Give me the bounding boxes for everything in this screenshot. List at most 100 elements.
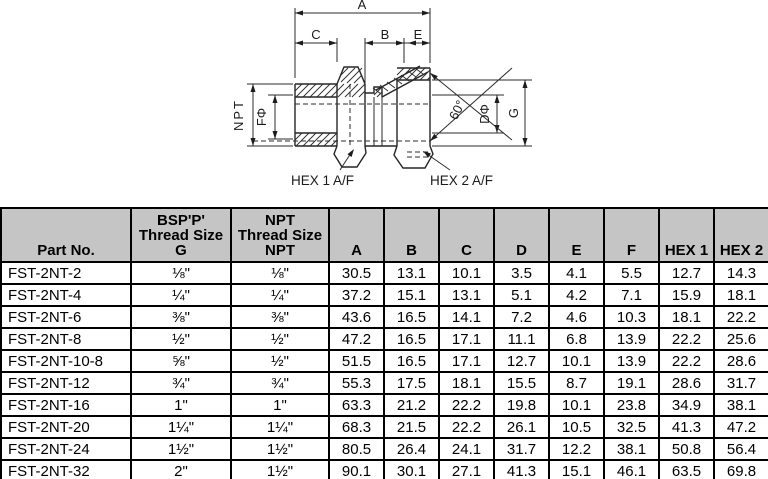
cell-bsp-thread-size: ⅝"	[130, 349, 232, 373]
cell-hex2: 38.1	[713, 393, 768, 417]
cell-part-no: FST-2NT-4	[0, 283, 132, 307]
column-header-hex1: HEX 1	[658, 207, 715, 263]
cell-f: 32.5	[603, 415, 660, 439]
cell-bsp-thread-size: 1¼"	[130, 415, 232, 439]
cell-d: 7.2	[493, 305, 550, 329]
cell-part-no: FST-2NT-8	[0, 327, 132, 351]
cell-npt-thread-size: 1¼"	[230, 415, 330, 439]
cell-a: 43.6	[328, 305, 385, 329]
table-row: FST-2NT-20 1¼" 1¼" 68.3 21.5 22.2 26.1 1…	[0, 415, 768, 439]
cell-bsp-thread-size: ⅜"	[130, 305, 232, 329]
cell-part-no: FST-2NT-20	[0, 415, 132, 439]
cell-b: 21.5	[383, 415, 440, 439]
fitting-technical-drawing: A C B E NPT FΦ DΦ G 60° HEX 1 A/F HEX 2 …	[231, 0, 532, 188]
cell-e: 6.8	[548, 327, 605, 351]
cell-hex1: 22.2	[658, 349, 715, 373]
cell-hex2: 31.7	[713, 371, 768, 395]
column-header-bsp-thread-size: BSP'P' Thread Size G	[130, 207, 232, 263]
cell-f: 13.9	[603, 349, 660, 373]
table-header-row: Part No. BSP'P' Thread Size G NPT Thread…	[0, 207, 768, 263]
cell-d: 3.5	[493, 261, 550, 285]
dim-label-e: E	[414, 27, 423, 42]
cell-hex2: 28.6	[713, 349, 768, 373]
cell-c: 18.1	[438, 371, 495, 395]
cell-part-no: FST-2NT-32	[0, 459, 132, 479]
cell-d: 41.3	[493, 459, 550, 479]
cell-e: 10.1	[548, 393, 605, 417]
cell-a: 51.5	[328, 349, 385, 373]
cell-d: 15.5	[493, 371, 550, 395]
cell-a: 37.2	[328, 283, 385, 307]
dim-label-c: C	[311, 27, 320, 42]
cell-a: 63.3	[328, 393, 385, 417]
cell-f: 7.1	[603, 283, 660, 307]
cell-d: 26.1	[493, 415, 550, 439]
dim-label-b: B	[381, 27, 390, 42]
cell-c: 17.1	[438, 327, 495, 351]
cell-c: 14.1	[438, 305, 495, 329]
cell-e: 4.2	[548, 283, 605, 307]
section-hatching	[294, 67, 431, 147]
column-header-hex2: HEX 2	[713, 207, 768, 263]
cell-a: 68.3	[328, 415, 385, 439]
fitting-body-outline	[253, 65, 434, 169]
table-row: FST-2NT-6 ⅜" ⅜" 43.6 16.5 14.1 7.2 4.6 1…	[0, 305, 768, 329]
cell-c: 22.2	[438, 393, 495, 417]
cell-b: 26.4	[383, 437, 440, 461]
cell-c: 13.1	[438, 283, 495, 307]
cell-npt-thread-size: ½"	[230, 349, 330, 373]
cell-npt-thread-size: 1½"	[230, 459, 330, 479]
column-header-d: D	[493, 207, 550, 263]
cell-c: 10.1	[438, 261, 495, 285]
table-row: FST-2NT-4 ¼" ¼" 37.2 15.1 13.1 5.1 4.2 7…	[0, 283, 768, 307]
cell-e: 10.1	[548, 349, 605, 373]
cell-b: 16.5	[383, 349, 440, 373]
cell-hex2: 25.6	[713, 327, 768, 351]
cell-part-no: FST-2NT-6	[0, 305, 132, 329]
cell-d: 31.7	[493, 437, 550, 461]
dim-label-f-diameter: FΦ	[254, 108, 269, 126]
table-row: FST-2NT-24 1½" 1½" 80.5 26.4 24.1 31.7 1…	[0, 437, 768, 461]
cell-a: 30.5	[328, 261, 385, 285]
cell-hex2: 47.2	[713, 415, 768, 439]
table-row: FST-2NT-2 ⅛" ⅛" 30.5 13.1 10.1 3.5 4.1 5…	[0, 261, 768, 285]
cell-hex1: 12.7	[658, 261, 715, 285]
cell-f: 23.8	[603, 393, 660, 417]
table-row: FST-2NT-16 1" 1" 63.3 21.2 22.2 19.8 10.…	[0, 393, 768, 417]
cell-part-no: FST-2NT-12	[0, 371, 132, 395]
cell-npt-thread-size: 1"	[230, 393, 330, 417]
dimension-lines	[247, 8, 532, 171]
cell-f: 10.3	[603, 305, 660, 329]
cell-hex1: 18.1	[658, 305, 715, 329]
cell-hex2: 22.2	[713, 305, 768, 329]
cell-a: 55.3	[328, 371, 385, 395]
dim-label-a: A	[358, 0, 367, 12]
cell-d: 19.8	[493, 393, 550, 417]
cell-hex2: 56.4	[713, 437, 768, 461]
column-header-e: E	[548, 207, 605, 263]
dimension-labels: A C B E NPT FΦ DΦ G 60° HEX 1 A/F HEX 2 …	[231, 0, 521, 188]
cell-e: 12.2	[548, 437, 605, 461]
cell-hex2: 69.8	[713, 459, 768, 479]
cell-b: 15.1	[383, 283, 440, 307]
cell-bsp-thread-size: 2"	[130, 459, 232, 479]
cell-npt-thread-size: ½"	[230, 327, 330, 351]
cell-npt-thread-size: ¾"	[230, 371, 330, 395]
cell-d: 5.1	[493, 283, 550, 307]
cell-b: 17.5	[383, 371, 440, 395]
cell-npt-thread-size: ⅛"	[230, 261, 330, 285]
cell-npt-thread-size: 1½"	[230, 437, 330, 461]
cell-part-no: FST-2NT-2	[0, 261, 132, 285]
cell-a: 90.1	[328, 459, 385, 479]
cell-d: 11.1	[493, 327, 550, 351]
cell-bsp-thread-size: ¼"	[130, 283, 232, 307]
column-header-f: F	[603, 207, 660, 263]
table-row: FST-2NT-12 ¾" ¾" 55.3 17.5 18.1 15.5 8.7…	[0, 371, 768, 395]
cell-npt-thread-size: ¼"	[230, 283, 330, 307]
dim-label-npt: NPT	[231, 99, 246, 131]
cell-f: 38.1	[603, 437, 660, 461]
cell-f: 19.1	[603, 371, 660, 395]
cell-part-no: FST-2NT-16	[0, 393, 132, 417]
cell-b: 16.5	[383, 305, 440, 329]
cell-f: 5.5	[603, 261, 660, 285]
